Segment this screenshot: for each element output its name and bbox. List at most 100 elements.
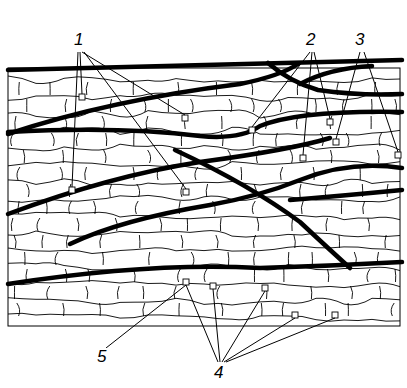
- grain-boundary: [217, 286, 220, 299]
- callout-number: 3: [353, 31, 366, 49]
- grain-boundary: [254, 252, 256, 265]
- grain-boundary: [14, 286, 15, 299]
- grain-boundary: [187, 218, 188, 231]
- grain-boundary: [55, 252, 58, 265]
- grain-boundary: [216, 235, 218, 248]
- leader-line: [186, 285, 335, 362]
- grain-boundary: [391, 303, 394, 316]
- grain-boundary: [253, 235, 255, 248]
- particle: [183, 279, 189, 285]
- grain-boundary: [315, 99, 316, 112]
- grain-boundary: [253, 133, 255, 146]
- grain-boundary: [133, 133, 134, 146]
- grain-boundary: [294, 235, 295, 248]
- thick-boundary: [70, 166, 402, 244]
- grain-boundary: [178, 303, 179, 316]
- grain-boundary: [14, 235, 16, 248]
- grain-boundary: [15, 116, 16, 129]
- grain-boundary: [18, 82, 19, 95]
- grain-boundary: [346, 133, 349, 146]
- grain-boundary: [360, 167, 361, 180]
- grain-boundary: [47, 286, 50, 299]
- thick-boundary: [175, 150, 350, 268]
- grain-boundary: [143, 303, 145, 316]
- grain-boundary: [86, 82, 88, 95]
- leader-line: [252, 52, 330, 155]
- grain-boundary: [282, 303, 283, 316]
- grain-boundary: [367, 269, 370, 282]
- leader-line: [72, 52, 186, 189]
- grain-boundary: [252, 99, 255, 112]
- grain-boundary: [146, 116, 148, 129]
- leader-lines: [72, 52, 398, 362]
- grain-boundary: [8, 231, 400, 238]
- grain-boundary: [279, 99, 282, 112]
- grain-boundary: [241, 167, 243, 180]
- grain-boundary: [379, 133, 381, 146]
- grain-boundary: [348, 303, 349, 316]
- grain-boundary: [290, 150, 292, 163]
- grain-boundary: [254, 269, 255, 282]
- grain-boundary: [204, 269, 207, 282]
- grain-boundary: [221, 116, 222, 129]
- grain-boundary: [178, 269, 181, 282]
- grain-boundary: [17, 167, 20, 180]
- grain-boundary: [8, 298, 400, 305]
- grain-boundary: [380, 286, 381, 299]
- particle: [262, 285, 268, 291]
- grain-boundary: [291, 218, 293, 231]
- particle: [249, 127, 255, 133]
- thick-boundary: [8, 262, 402, 284]
- grain-boundary: [300, 184, 301, 197]
- particle: [210, 283, 216, 289]
- grain-boundary: [288, 252, 289, 265]
- grain-boundary: [206, 184, 207, 197]
- grain-boundary: [85, 167, 87, 180]
- grain-boundary: [395, 269, 397, 282]
- grain-boundary: [100, 235, 102, 248]
- grain-boundary: [60, 167, 62, 180]
- particle: [79, 94, 85, 100]
- grain-boundary: [325, 303, 326, 316]
- grain-boundary: [301, 201, 303, 214]
- grain-boundary: [65, 99, 67, 112]
- grain-boundary: [77, 218, 79, 231]
- grain-boundary: [276, 133, 278, 146]
- grain-boundary: [257, 218, 259, 231]
- grain-boundary: [191, 252, 194, 265]
- grain-boundary: [363, 201, 365, 214]
- particle: [327, 119, 333, 125]
- particle: [395, 152, 401, 158]
- grain-boundary: [191, 99, 194, 112]
- grain-boundary: [62, 150, 64, 163]
- grain-boundary: [228, 252, 230, 265]
- grain-boundary: [137, 184, 140, 197]
- leader-line: [106, 285, 186, 348]
- grain-boundary: [8, 179, 400, 186]
- grain-boundary: [220, 218, 222, 231]
- grain-boundary: [46, 201, 48, 214]
- particle: [69, 187, 75, 193]
- grain-boundary: [8, 313, 400, 321]
- grain-boundary: [8, 76, 400, 84]
- grain-boundary: [23, 150, 24, 163]
- grain-boundary: [252, 82, 253, 95]
- grain-boundary: [99, 303, 101, 316]
- grain-boundary: [326, 218, 328, 231]
- grain-boundary: [63, 303, 64, 316]
- grain-boundary: [280, 167, 282, 180]
- grain-boundary: [8, 144, 400, 151]
- grain-boundary: [229, 99, 232, 112]
- grain-boundary: [368, 218, 370, 231]
- grain-boundary: [312, 252, 313, 265]
- grain-boundary: [117, 286, 119, 299]
- grain-boundary: [181, 235, 183, 248]
- thick-boundaries: [8, 60, 402, 284]
- grain-boundary: [252, 201, 255, 214]
- thick-boundary: [290, 190, 402, 200]
- callout-number: 1: [72, 31, 85, 49]
- grain-boundary: [27, 184, 30, 197]
- grain-boundary: [135, 201, 138, 214]
- grain-boundary: [160, 218, 162, 231]
- grain-boundary: [377, 150, 379, 163]
